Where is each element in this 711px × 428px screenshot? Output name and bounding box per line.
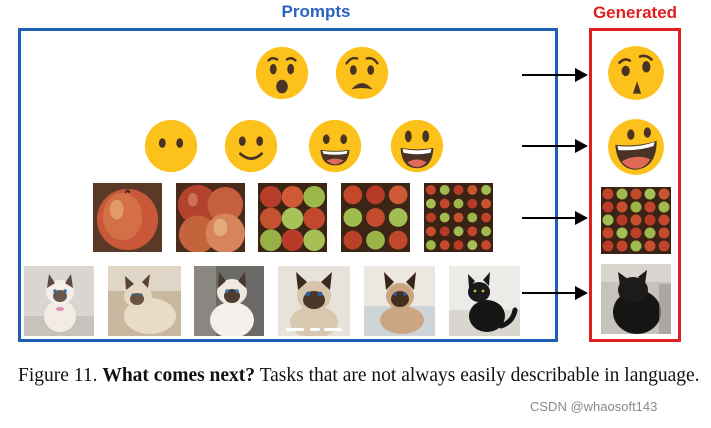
apple-photo-4 <box>258 183 327 252</box>
laughing-face-icon <box>605 116 667 178</box>
distorted-surprised-face-icon <box>605 42 667 104</box>
siamese-cat-photo-1 <box>108 266 181 336</box>
dark-cat-generated <box>601 264 671 334</box>
generated-frame <box>589 28 681 342</box>
figure-label: Figure 11. <box>18 365 98 386</box>
arrow-row-3 <box>522 208 588 228</box>
grin-face-icon <box>306 117 364 175</box>
slight-smile-face-icon <box>222 117 280 175</box>
apple-grid-generated <box>601 187 671 254</box>
caption-bold-title: What comes next? <box>102 365 256 386</box>
worried-surprised-face-icon <box>333 44 391 102</box>
arrow-row-4 <box>522 283 588 303</box>
caption-body: Tasks that are not always easily describ… <box>259 365 700 386</box>
neutral-face-icon <box>142 117 200 175</box>
big-grin-face-icon <box>388 117 446 175</box>
siamese-kitten-photo <box>24 266 94 336</box>
apple-photo-2 <box>176 183 245 252</box>
arrow-row-1 <box>522 65 588 85</box>
figure-caption: Figure 11. What comes next? Tasks that a… <box>18 362 708 390</box>
prompts-title: Prompts <box>281 2 351 21</box>
black-cat-photo <box>449 266 520 336</box>
arrow-row-2 <box>522 136 588 156</box>
surprised-face-icon <box>253 44 311 102</box>
siamese-cat-photo-3 <box>278 266 350 336</box>
watermark: CSDN @whaosoft143 <box>530 399 658 414</box>
apple-photo-many <box>424 183 493 252</box>
siamese-cat-photo-2 <box>194 266 264 336</box>
apple-photo-6 <box>341 183 410 252</box>
siamese-cat-photo-4 <box>364 266 435 336</box>
prompts-frame <box>18 28 558 342</box>
generated-title: Generated <box>592 3 678 22</box>
apple-photo-1 <box>93 183 162 252</box>
